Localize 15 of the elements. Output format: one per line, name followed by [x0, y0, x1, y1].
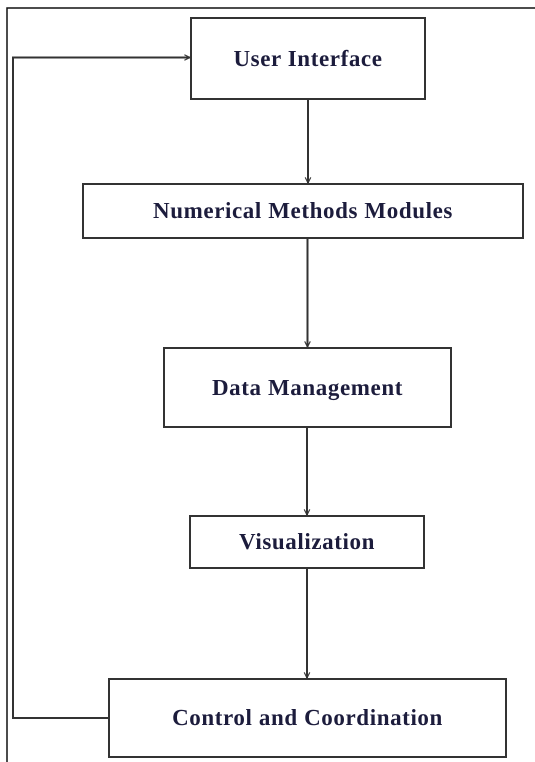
box-label: Data Management	[212, 374, 404, 400]
box-label: Numerical Methods Modules	[153, 198, 453, 224]
process-box	[189, 515, 425, 569]
arrow	[304, 569, 310, 679]
box-label: Visualization	[238, 529, 376, 555]
arrow	[304, 428, 310, 516]
process-box	[82, 183, 524, 239]
process-box	[163, 347, 452, 428]
arrow	[304, 100, 312, 184]
arrow	[12, 54, 191, 719]
process-box	[108, 678, 507, 758]
arrow	[304, 239, 311, 348]
process-box	[190, 17, 426, 100]
box-label: Control and Coordination	[172, 705, 443, 731]
box-label: User Interface	[233, 46, 383, 72]
